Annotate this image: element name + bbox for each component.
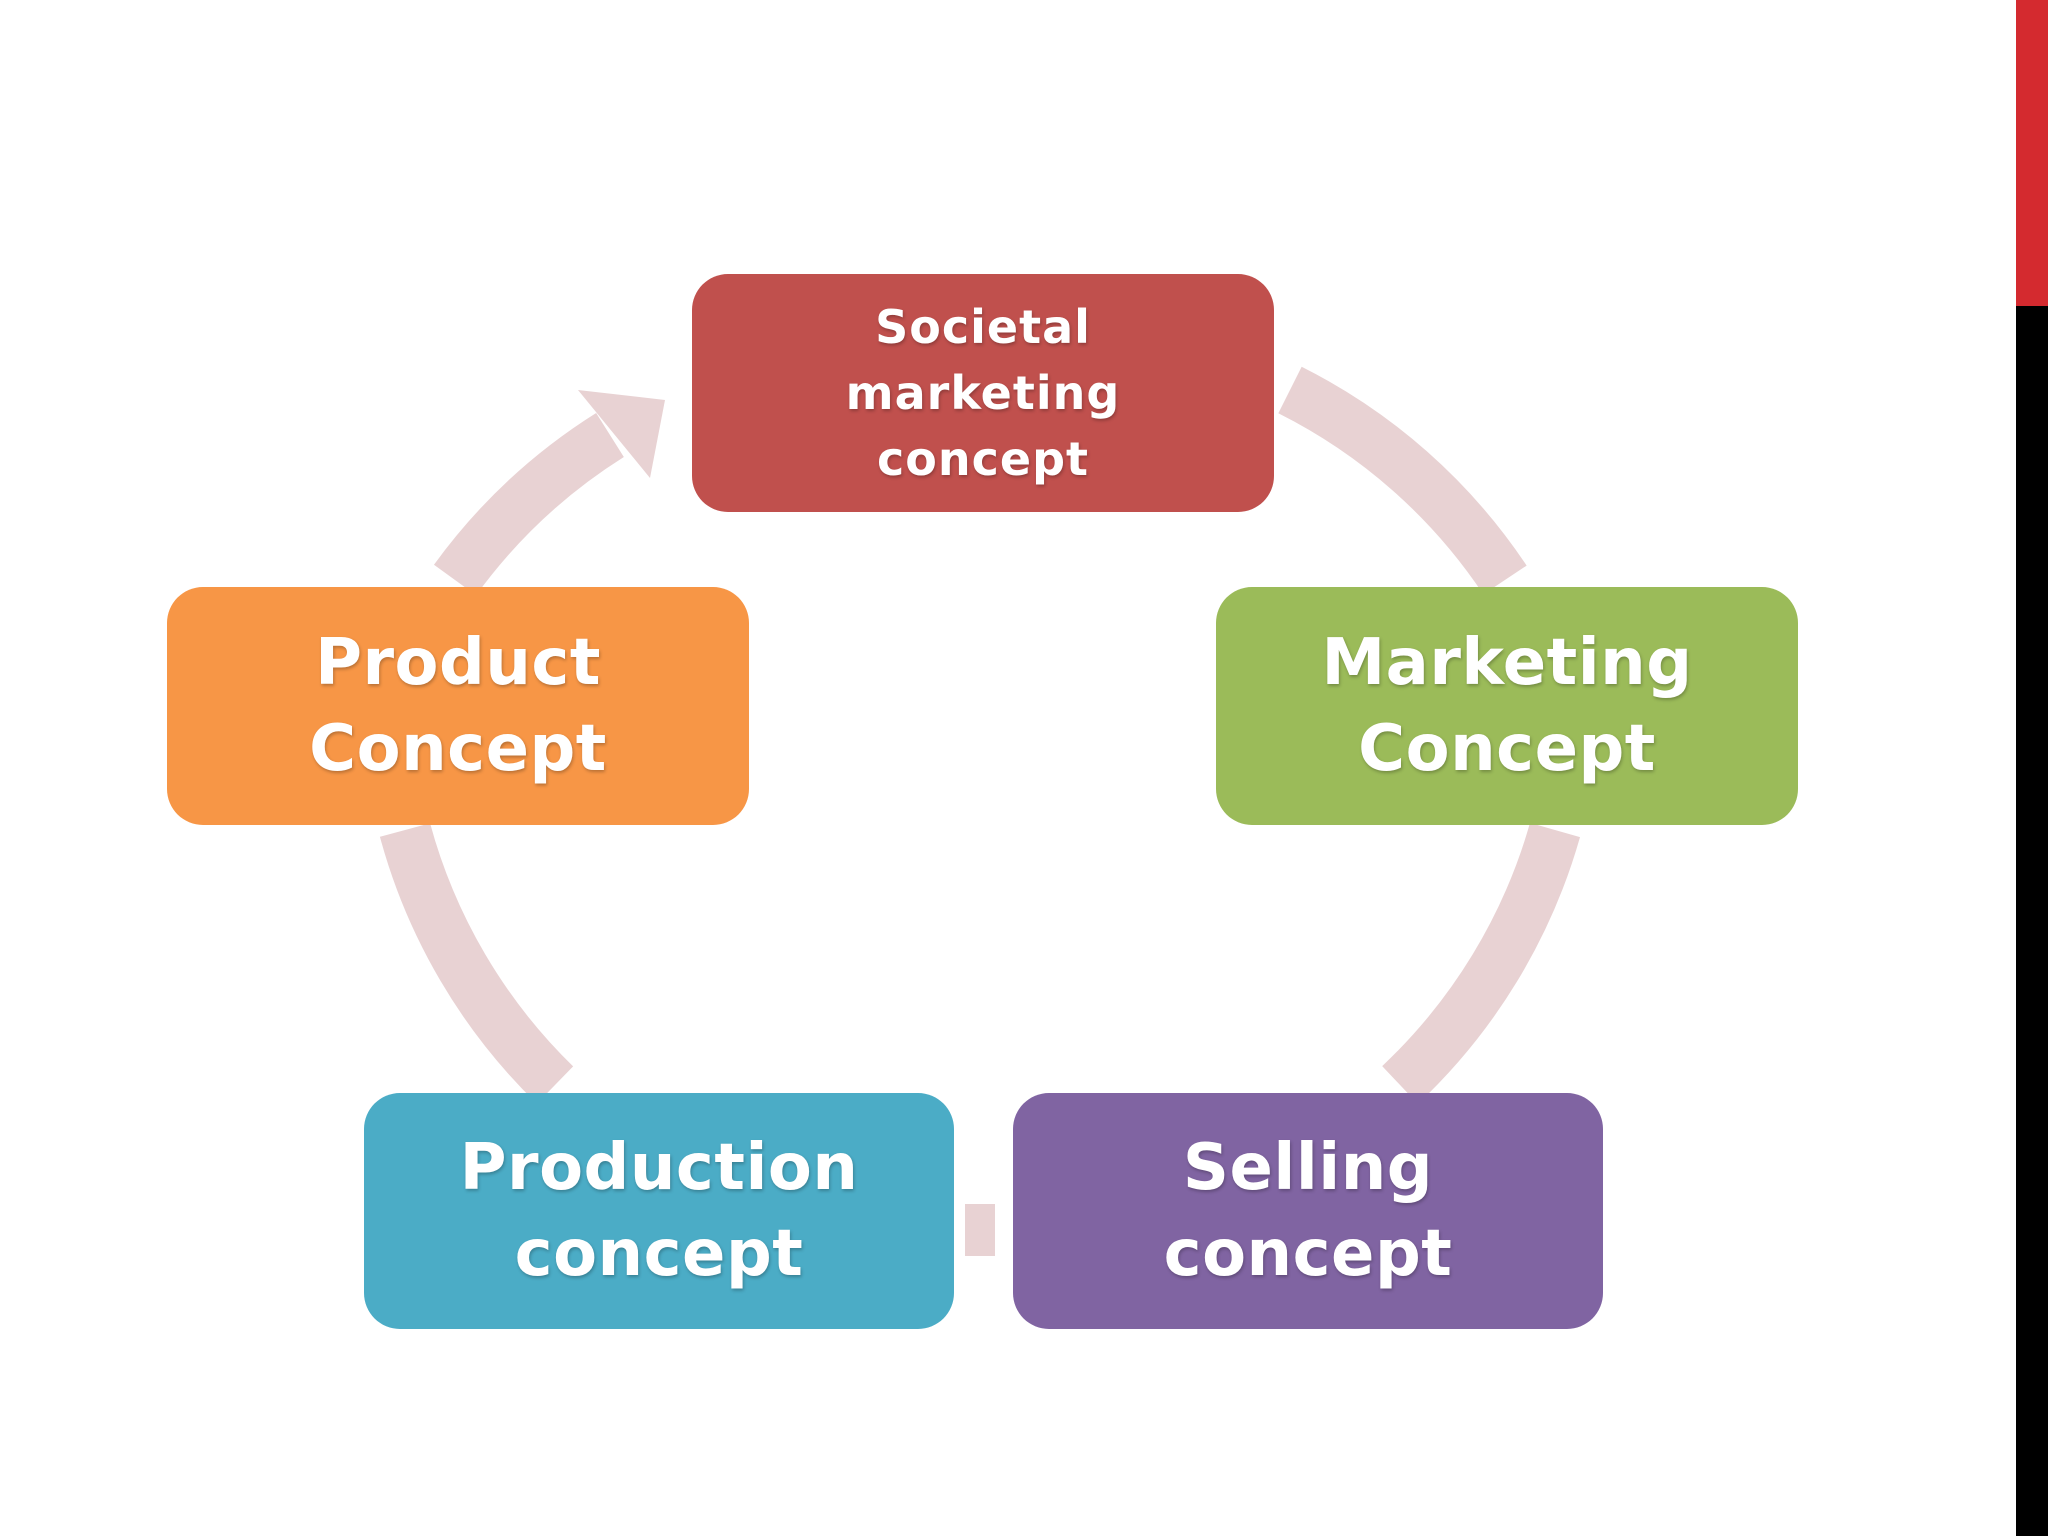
- cycle-arrow-head: [578, 390, 665, 478]
- side-bar: [2016, 306, 2048, 1536]
- node-marketing-line-1: Marketing: [1321, 626, 1693, 700]
- node-marketing-concept: Marketing Concept: [1216, 587, 1798, 825]
- node-societal-marketing-concept: Societal marketing concept: [692, 274, 1274, 512]
- node-marketing-line-2: Concept: [1358, 712, 1656, 786]
- cycle-arc-group: [379, 366, 1581, 1256]
- node-societal-line-1: Societal: [875, 300, 1091, 354]
- accent-bar: [2016, 0, 2048, 306]
- node-product-line-2: Concept: [309, 712, 607, 786]
- arc-production-to-product: [379, 823, 574, 1104]
- node-production-concept: Production concept: [364, 1093, 954, 1329]
- node-product-line-1: Product: [315, 626, 601, 700]
- node-societal-line-3: concept: [876, 432, 1089, 486]
- arc-societal-to-marketing: [1278, 366, 1527, 595]
- node-societal-line-2: marketing: [845, 366, 1121, 420]
- arc-product-to-societal: [433, 412, 625, 596]
- node-production-line-2: concept: [514, 1217, 804, 1291]
- node-selling-concept: Selling concept: [1013, 1093, 1603, 1329]
- arc-marketing-to-selling: [1382, 822, 1581, 1104]
- node-product-concept: Product Concept: [167, 587, 749, 825]
- node-production-line-1: Production: [459, 1131, 859, 1205]
- node-selling-line-1: Selling: [1182, 1131, 1434, 1205]
- node-selling-line-2: concept: [1163, 1217, 1453, 1291]
